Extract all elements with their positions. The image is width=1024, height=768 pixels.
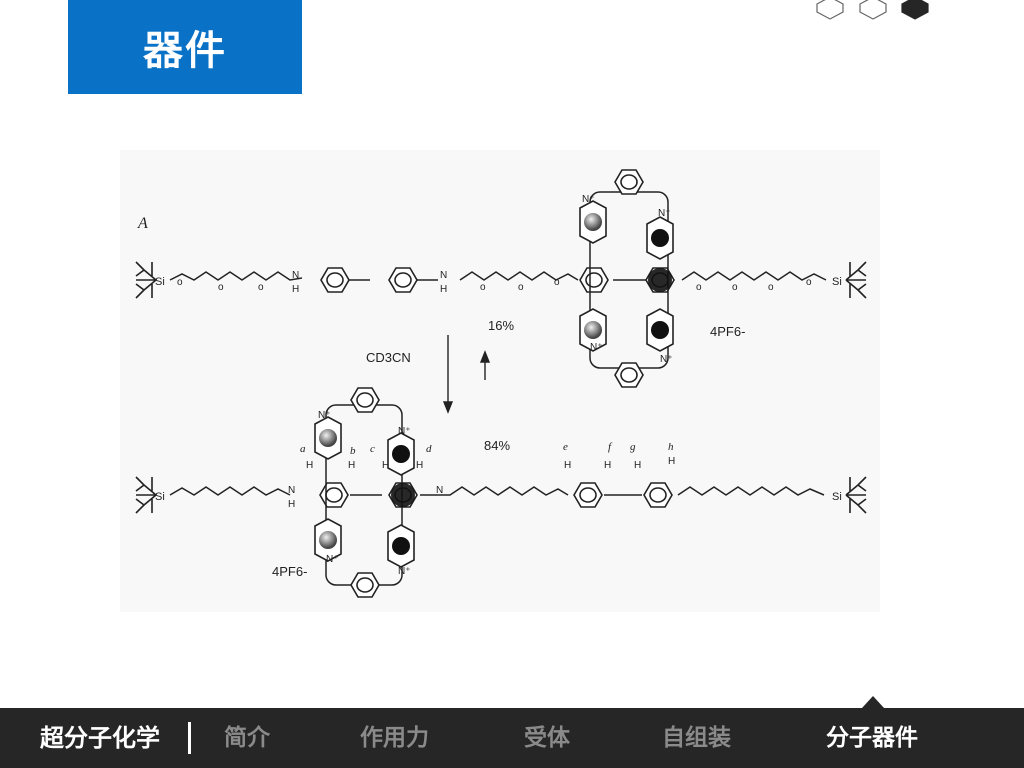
svg-text:N: N bbox=[288, 485, 295, 496]
rotaxane-diagram: A Si Si o o o N H N H o o o o o o o bbox=[135, 169, 867, 598]
svg-text:o: o bbox=[480, 282, 486, 293]
nav-item-receptors[interactable]: 受体 bbox=[524, 725, 570, 751]
svg-text:o: o bbox=[177, 277, 183, 288]
svg-text:H: H bbox=[634, 460, 641, 471]
nav-item-intro[interactable]: 简介 bbox=[224, 725, 270, 751]
svg-text:o: o bbox=[258, 282, 264, 293]
active-tab-pointer bbox=[862, 696, 884, 708]
svg-text:Si: Si bbox=[155, 491, 165, 503]
svg-text:o: o bbox=[732, 282, 738, 293]
svg-text:o: o bbox=[768, 282, 774, 293]
upper-percent: 16% bbox=[488, 318, 514, 333]
svg-text:H: H bbox=[668, 456, 675, 467]
nav-divider bbox=[188, 722, 191, 754]
proton-label-h: h bbox=[668, 441, 674, 453]
svg-text:H: H bbox=[382, 460, 389, 471]
lower-cyclophane: N⁺ N⁺ N⁺ N⁺ bbox=[314, 387, 415, 598]
upper-cyclophane: N⁺ N⁺ N⁺ N⁺ bbox=[579, 169, 674, 388]
equilibrium-arrows bbox=[442, 335, 491, 414]
bottom-navigation: 超分子化学 简介 作用力 受体 自组装 分子器件 bbox=[0, 708, 1024, 768]
svg-text:N⁺: N⁺ bbox=[326, 554, 339, 565]
proton-label-e: e bbox=[563, 441, 568, 453]
hex-indicator-3[interactable] bbox=[901, 0, 929, 20]
svg-text:N⁺: N⁺ bbox=[318, 410, 331, 421]
section-title: 器件 bbox=[68, 0, 302, 94]
proton-labels: a b c d e f g h bbox=[300, 441, 674, 457]
svg-text:o: o bbox=[218, 282, 224, 293]
svg-text:H: H bbox=[348, 460, 355, 471]
nav-item-forces[interactable]: 作用力 bbox=[360, 725, 429, 751]
panel-label: A bbox=[137, 215, 148, 232]
hex-indicator-1[interactable] bbox=[816, 0, 844, 20]
rotaxane-figure: A Si Si o o o N H N H o o o o o o o bbox=[120, 150, 880, 612]
page-indicator bbox=[816, 0, 929, 20]
svg-text:Si: Si bbox=[155, 276, 165, 288]
svg-text:H: H bbox=[288, 499, 295, 510]
svg-text:H: H bbox=[604, 460, 611, 471]
svg-text:H: H bbox=[440, 284, 447, 295]
svg-text:Si: Si bbox=[832, 276, 842, 288]
svg-text:H: H bbox=[292, 284, 299, 295]
svg-text:o: o bbox=[554, 277, 560, 288]
svg-text:Si: Si bbox=[832, 491, 842, 503]
svg-text:N: N bbox=[440, 270, 447, 281]
svg-text:N: N bbox=[292, 270, 299, 281]
lower-chain bbox=[169, 486, 825, 496]
upper-counterion: 4PF6- bbox=[710, 324, 745, 339]
lower-percent: 84% bbox=[484, 438, 510, 453]
svg-text:N⁺: N⁺ bbox=[660, 354, 673, 365]
svg-text:H: H bbox=[306, 460, 313, 471]
hex-indicator-2[interactable] bbox=[859, 0, 887, 20]
proton-label-g: g bbox=[630, 441, 636, 453]
svg-text:o: o bbox=[518, 282, 524, 293]
course-title: 超分子化学 bbox=[40, 724, 160, 752]
svg-text:N⁺: N⁺ bbox=[590, 342, 603, 353]
proton-label-a: a bbox=[300, 443, 306, 455]
svg-text:N⁺: N⁺ bbox=[398, 566, 411, 577]
svg-text:N⁺: N⁺ bbox=[658, 208, 671, 219]
proton-label-f: f bbox=[608, 441, 613, 453]
svg-text:H: H bbox=[564, 460, 571, 471]
proton-label-c: c bbox=[370, 443, 375, 455]
svg-text:N⁺: N⁺ bbox=[398, 426, 411, 437]
solvent-label: CD3CN bbox=[366, 350, 411, 365]
proton-label-b: b bbox=[350, 445, 356, 457]
nav-item-self-assembly[interactable]: 自组装 bbox=[662, 725, 731, 751]
svg-text:o: o bbox=[696, 282, 702, 293]
svg-text:N: N bbox=[436, 485, 443, 496]
lower-counterion: 4PF6- bbox=[272, 564, 307, 579]
upper-chain bbox=[169, 271, 827, 281]
svg-text:N⁺: N⁺ bbox=[582, 194, 595, 205]
svg-text:H: H bbox=[416, 460, 423, 471]
nav-item-molecular-devices[interactable]: 分子器件 bbox=[826, 725, 918, 751]
proton-label-d: d bbox=[426, 443, 432, 455]
svg-text:o: o bbox=[806, 277, 812, 288]
